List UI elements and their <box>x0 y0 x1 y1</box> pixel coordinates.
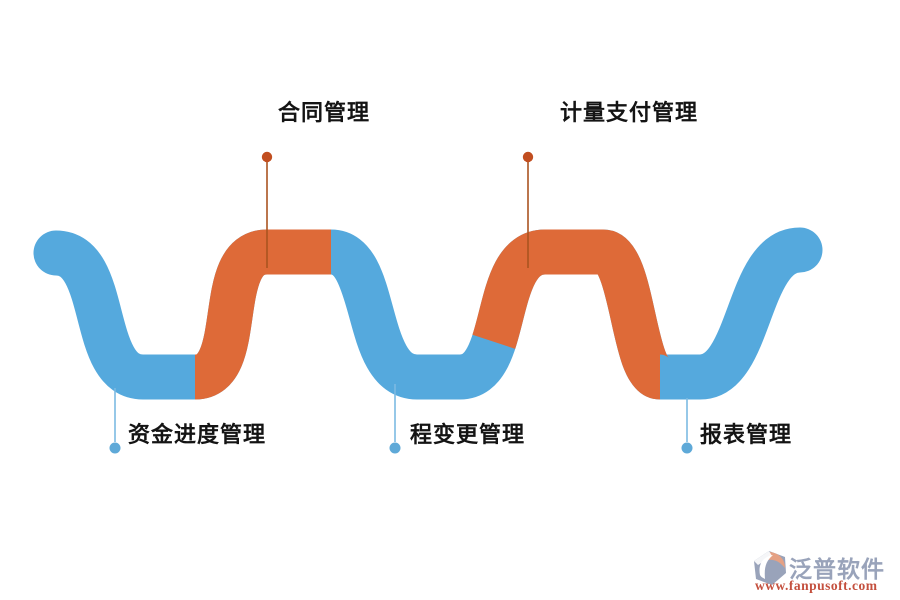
stage-label-report-management: 报表管理 <box>700 422 793 447</box>
fanpu-logo: 泛普软件 www.fanpusoft.com <box>752 548 892 596</box>
ribbon-orange-segment-2 <box>472 229 671 400</box>
fanpu-logo-text: 泛普软件 <box>789 556 885 582</box>
stage-label-contract-management: 合同管理 <box>278 100 371 125</box>
ribbon-base-blue <box>33 227 823 400</box>
bottom-connector-dot-1 <box>109 442 121 454</box>
ribbon-orange-segment-1 <box>191 229 331 400</box>
bottom-connector-dot-2 <box>389 442 401 454</box>
fanpu-logo-icon <box>754 551 786 585</box>
bottom-connector-dot-3 <box>681 442 693 454</box>
stage-label-fund-progress-management: 资金进度管理 <box>128 422 267 447</box>
stage-label-measurement-payment-management: 计量支付管理 <box>560 100 699 125</box>
fanpu-logo-url: www.fanpusoft.com <box>755 578 878 593</box>
top-connector-dot-1 <box>261 151 273 163</box>
stage-label-change-management: 程变更管理 <box>410 422 526 447</box>
top-connector-dot-2 <box>522 151 534 163</box>
